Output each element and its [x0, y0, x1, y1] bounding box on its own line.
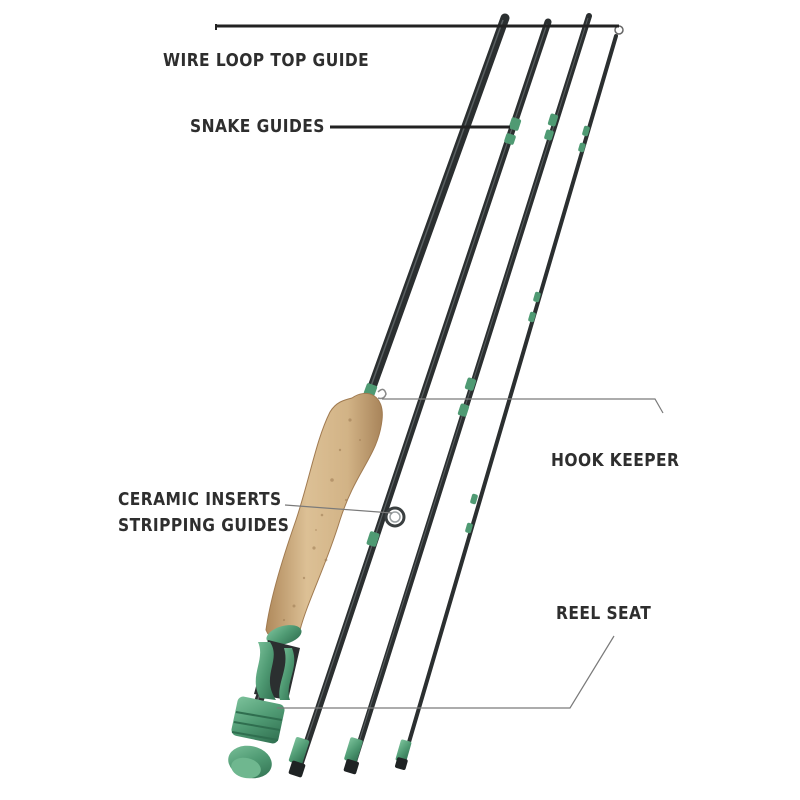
label-ceramic-stripping-guides: CERAMIC INSERTS STRIPPING GUIDES: [118, 487, 289, 539]
rod-section-2-highlight: [297, 23, 548, 767]
leader-hook-keeper: [382, 398, 664, 414]
ferrule-cap-2: [288, 736, 310, 766]
reel-lock-nut: [231, 696, 285, 744]
label-ceramic-line-1: CERAMIC INSERTS: [118, 489, 282, 510]
reel-seat-green-frame-2: [279, 648, 295, 700]
hook-keeper-shape: [377, 388, 387, 400]
label-wire-loop-top-guide: WIRE LOOP TOP GUIDE: [163, 50, 370, 71]
ferrule-cap-tip: [395, 739, 412, 763]
leader-reel-seat: [277, 635, 615, 709]
label-ceramic-line-2: STRIPPING GUIDES: [118, 515, 290, 536]
rod-section-tip: [400, 34, 618, 768]
label-hook-keeper: HOOK KEEPER: [551, 450, 680, 471]
cork-texture: [282, 418, 361, 622]
rod-section-3-highlight: [351, 17, 589, 765]
winding-check: [266, 625, 302, 645]
ferrule-cap-3-end: [343, 759, 359, 775]
reel-seat-green-frame: [255, 642, 276, 700]
ferrule-wraps: [363, 113, 590, 547]
stripping-guide-insert: [389, 511, 401, 523]
ferrule-cap-tip-end: [395, 757, 408, 770]
ferrule-cap-3: [344, 737, 363, 764]
butt-cap-face: [231, 757, 261, 779]
leader-ceramic: [284, 504, 393, 514]
label-snake-guides: SNAKE GUIDES: [190, 116, 325, 137]
stripping-guide-ring: [384, 506, 406, 528]
ferrule-cap-2-end: [288, 760, 306, 778]
label-reel-seat: REEL SEAT: [556, 603, 652, 624]
